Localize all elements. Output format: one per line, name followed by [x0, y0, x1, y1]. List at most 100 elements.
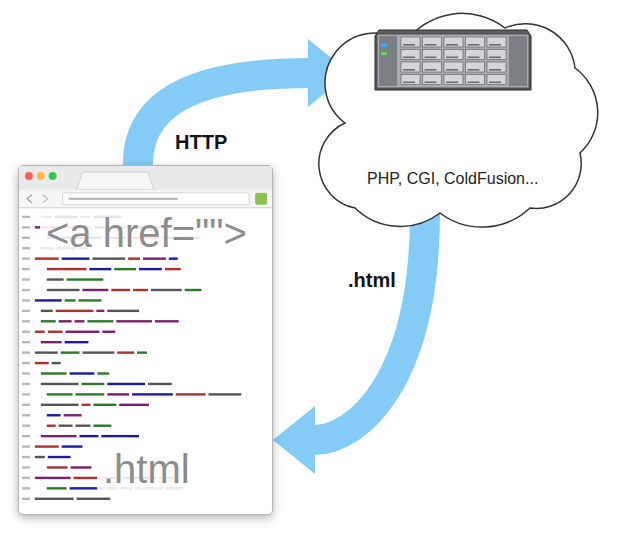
browser-tab: [77, 172, 154, 190]
drive-bay: [466, 50, 485, 60]
code-token: [65, 299, 76, 301]
address-bar: [63, 193, 250, 205]
code-token: [35, 351, 58, 353]
code-token: [76, 393, 105, 395]
drive-latch: [425, 44, 437, 46]
code-token: [62, 257, 90, 259]
line-number: [22, 278, 30, 280]
drive-latch: [468, 69, 480, 71]
drive-bay: [444, 75, 463, 85]
server-case: [375, 30, 531, 90]
drive-bay: [423, 50, 442, 60]
arrow-shaft: [138, 73, 310, 165]
code-token: [47, 393, 73, 395]
line-number: [22, 331, 30, 333]
drive-bay: [401, 37, 420, 47]
code-token: [117, 351, 134, 353]
back-icon: [27, 195, 32, 203]
code-token: [35, 456, 45, 458]
code-token: [65, 341, 89, 343]
code-token: [165, 268, 181, 270]
drive-latch: [425, 57, 437, 59]
code-token: [62, 445, 83, 447]
code-token: [176, 393, 206, 395]
code-token: [111, 289, 130, 291]
drive-latch: [403, 82, 415, 84]
code-token: [139, 268, 162, 270]
menu-icon: [255, 193, 267, 205]
drive-latch: [403, 44, 415, 46]
code-token: [82, 383, 105, 385]
code-token: [35, 445, 59, 447]
line-number: [22, 456, 30, 458]
cloud-illustration: [295, 8, 610, 233]
code-token: [41, 320, 56, 322]
drive-latch: [489, 57, 501, 59]
line-number: [22, 320, 30, 322]
server-technologies: PHP, CGI, ColdFusion...: [367, 170, 538, 188]
code-token: [35, 477, 71, 479]
code-token: [169, 257, 178, 259]
arrow-head: [273, 406, 315, 474]
code-token: [47, 278, 64, 280]
cloud-node: PHP, CGI, ColdFusion...: [295, 8, 610, 233]
line-number: [22, 257, 30, 259]
drive-latch: [489, 69, 501, 71]
server-handle: [379, 36, 397, 86]
title-bar: [19, 166, 272, 190]
line-number: [22, 362, 30, 364]
code-token: [74, 477, 100, 479]
drive-latch: [468, 57, 480, 59]
drive-latch: [446, 44, 458, 46]
code-token: [35, 331, 45, 333]
line-number: [22, 268, 30, 270]
code-token: [96, 310, 104, 312]
toolbar-divider: [19, 207, 272, 208]
code-token: [52, 362, 61, 364]
code-token: [82, 404, 91, 406]
toolbar: [19, 190, 272, 208]
code-token: [143, 257, 166, 259]
drive-bay: [401, 75, 420, 85]
code-token: [114, 268, 136, 270]
html-snippet: <a href="">: [40, 210, 253, 256]
line-number: [22, 351, 30, 353]
code-token: [107, 310, 139, 312]
drive-latch: [425, 82, 437, 84]
status-light: [381, 52, 387, 55]
line-number: [22, 435, 30, 437]
window-button: [25, 172, 33, 180]
cloud-outline: [319, 13, 598, 227]
code-token: [61, 351, 80, 353]
code-token: [101, 435, 139, 437]
drive-bay: [487, 37, 506, 47]
code-token: [47, 425, 56, 427]
code-token: [133, 289, 148, 291]
code-token: [119, 404, 149, 406]
code-token: [89, 268, 111, 270]
drive-bay: [444, 37, 463, 47]
code-token: [80, 435, 99, 437]
drive-latch: [489, 82, 501, 84]
line-number: [22, 237, 30, 239]
window-button: [37, 172, 45, 180]
source-code-lines: [22, 216, 241, 500]
drive-bay: [487, 50, 506, 60]
drive-latch: [489, 44, 501, 46]
line-number: [22, 216, 30, 218]
drive-bay: [401, 50, 420, 60]
code-token: [35, 498, 74, 500]
drive-latch: [468, 44, 480, 46]
window-button: [49, 172, 57, 180]
line-number: [22, 414, 30, 416]
code-token: [41, 372, 67, 374]
drive-bay: [423, 75, 442, 85]
code-token: [92, 257, 125, 259]
code-token: [148, 383, 172, 385]
drive-bay: [444, 62, 463, 72]
line-number: [22, 289, 30, 291]
drive-bay: [487, 62, 506, 72]
server-handle: [509, 36, 527, 86]
code-token: [35, 362, 49, 364]
